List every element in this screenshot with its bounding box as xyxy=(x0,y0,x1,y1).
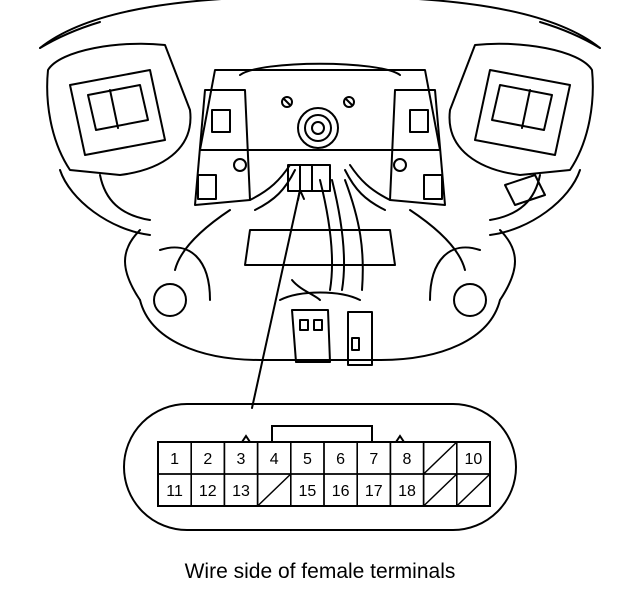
terminal-number: 5 xyxy=(303,451,312,468)
hanging-connector-b xyxy=(347,311,373,366)
terminal-number: 6 xyxy=(336,451,345,468)
connector-outline xyxy=(123,403,517,531)
empty-terminal-slash xyxy=(423,441,458,475)
leader-line xyxy=(251,189,301,409)
terminal-number: 13 xyxy=(232,483,250,500)
connector-key xyxy=(271,425,373,443)
terminal-number: 2 xyxy=(203,451,212,468)
hub-bolt xyxy=(297,107,339,149)
terminal-cell xyxy=(456,473,491,507)
terminal-number: 4 xyxy=(270,451,279,468)
hanging-connector-a xyxy=(291,309,331,363)
terminal-number: 7 xyxy=(369,451,378,468)
right-switch-pad xyxy=(448,42,594,176)
center-connector xyxy=(287,164,331,192)
terminal-number: 17 xyxy=(365,483,383,500)
empty-terminal-slash xyxy=(423,473,458,507)
terminal-number: 3 xyxy=(237,451,246,468)
terminal-number: 16 xyxy=(332,483,350,500)
terminal-number: 10 xyxy=(465,451,483,468)
empty-terminal-slash xyxy=(456,473,491,507)
diagram-caption: Wire side of female terminals xyxy=(184,560,456,583)
terminal-number: 8 xyxy=(403,451,412,468)
terminal-number: 18 xyxy=(398,483,416,500)
empty-terminal-slash xyxy=(257,473,292,507)
steering-wheel-rim xyxy=(39,0,601,49)
terminal-number: 15 xyxy=(299,483,317,500)
terminal-number: 12 xyxy=(199,483,217,500)
left-switch-pad xyxy=(46,42,192,176)
terminal-number: 1 xyxy=(170,451,179,468)
terminal-number: 11 xyxy=(166,483,183,500)
hub-frame xyxy=(199,69,441,151)
